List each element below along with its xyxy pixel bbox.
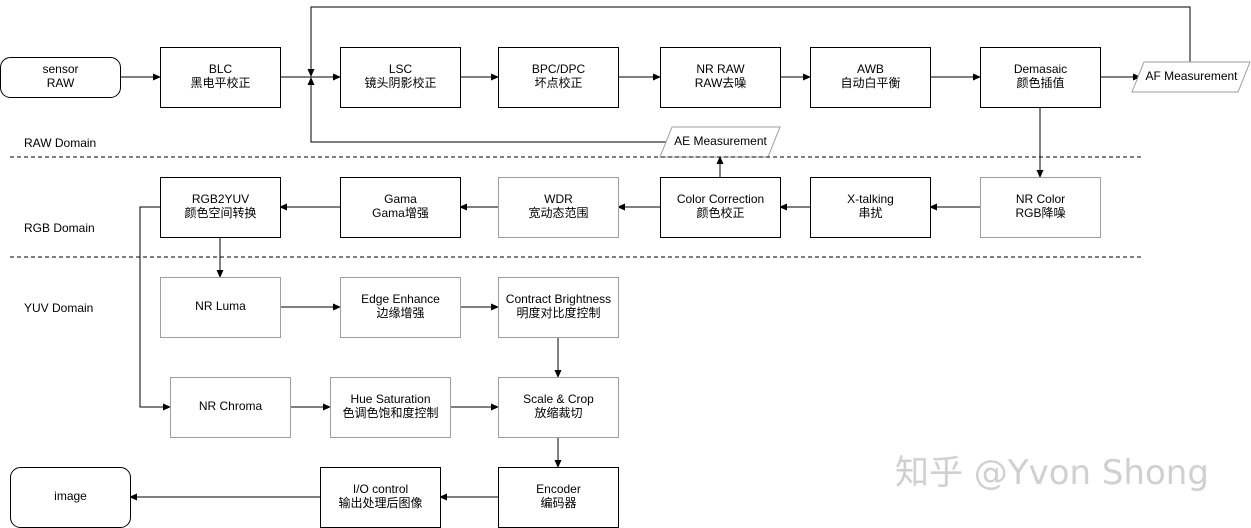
- raw-domain-label: RAW Domain: [24, 136, 96, 150]
- contrast-label-2: 明度对比度控制: [516, 305, 600, 320]
- yuv-domain-label: YUV Domain: [24, 301, 93, 315]
- nr-luma-node: NR Luma: [160, 277, 281, 338]
- ae-label-1: AE Measurement: [674, 134, 767, 148]
- cc-box: [660, 177, 781, 238]
- gama-box: [340, 177, 461, 238]
- xtalk-label-2: 串扰: [858, 206, 882, 220]
- blc-label-1: BLC: [209, 62, 233, 76]
- sensor-label-1: sensor: [42, 62, 78, 76]
- nr-raw-box: [660, 47, 781, 108]
- lsc-label-1: LSC: [389, 62, 413, 76]
- nr-luma-label-1: NR Luma: [195, 299, 246, 313]
- nr-chroma-label-1: NR Chroma: [199, 399, 263, 413]
- hue-label-2: 色调色饱和度控制: [342, 405, 438, 420]
- blc-label-2: 黑电平校正: [190, 75, 250, 90]
- edge-box: [340, 277, 461, 338]
- cc-label-2: 颜色校正: [696, 205, 744, 220]
- image-label-1: image: [54, 489, 87, 503]
- af-label-1: AF Measurement: [1145, 69, 1238, 83]
- rgb2yuv-label-1: RGB2YUV: [192, 192, 249, 206]
- xtalk-box: [810, 177, 931, 238]
- io-label-2: 输出处理后图像: [338, 495, 422, 510]
- io-box: [320, 467, 441, 528]
- image-node: image: [10, 467, 131, 528]
- gama-label-1: Gama: [384, 192, 417, 206]
- lsc-box: [340, 47, 461, 108]
- wdr-label-1: WDR: [544, 192, 573, 206]
- bpc-label-1: BPC/DPC: [532, 62, 586, 76]
- sensor-box: [0, 57, 121, 98]
- scale-label-2: 放缩裁切: [534, 405, 582, 420]
- rgb2yuv-box: [160, 177, 281, 238]
- scale-label-1: Scale & Crop: [523, 392, 594, 406]
- nr-raw-label-1: NR RAW: [696, 62, 745, 76]
- af-box: [1131, 61, 1251, 93]
- awb-box: [810, 47, 931, 108]
- io-label-1: I/O control: [353, 482, 408, 496]
- hue-label-1: Hue Saturation: [350, 392, 430, 406]
- xtalk-label-1: X-talking: [847, 192, 894, 206]
- encoder-label-2: 编码器: [540, 495, 576, 510]
- nr-chroma-node: NR Chroma: [170, 377, 291, 438]
- watermark: 知乎 @Yvon Shong: [895, 453, 1209, 493]
- cc-label-1: Color Correction: [677, 192, 764, 206]
- rgb2yuv-label-2: 颜色空间转换: [184, 205, 256, 220]
- awb-label-2: 自动白平衡: [840, 75, 900, 90]
- edge-label-1: Edge Enhance: [361, 292, 440, 306]
- wdr-label-2: 宽动态范围: [528, 205, 588, 220]
- nr-raw-label-2: RAW去噪: [695, 76, 747, 90]
- ae-node: AE Measurement: [659, 126, 781, 158]
- rgb2yuv-to-nrchroma-arrow: [139, 206, 171, 411]
- nr-color-box: [980, 177, 1101, 238]
- hue-box: [330, 377, 451, 438]
- bpc-box: [498, 47, 619, 108]
- blc-box: [160, 47, 281, 108]
- gama-label-2: Gama增强: [372, 206, 429, 220]
- edge-label-2: 边缘增强: [376, 306, 424, 320]
- demosaic-label-2: 颜色插值: [1016, 75, 1064, 90]
- nr-color-label-1: NR Color: [1016, 192, 1065, 206]
- sensor-label-2: RAW: [47, 76, 75, 90]
- encoder-label-1: Encoder: [536, 482, 581, 496]
- nr-luma-box: [160, 277, 281, 338]
- nr-color-label-2: RGB降噪: [1015, 206, 1065, 220]
- contrast-box: [498, 277, 619, 338]
- nr-chroma-box: [170, 377, 291, 438]
- af-node: AF Measurement: [1131, 61, 1251, 93]
- contrast-label-1: Contract Brightness: [506, 292, 611, 306]
- ae-feedback-arrow: [307, 77, 672, 143]
- rgb-domain-label: RGB Domain: [24, 221, 95, 235]
- af-feedback-arrow: [307, 6, 1191, 77]
- wdr-box: [498, 177, 619, 238]
- demosaic-box: [980, 47, 1101, 108]
- lsc-label-2: 镜头阴影校正: [364, 75, 436, 90]
- awb-label-1: AWB: [857, 62, 884, 76]
- demosaic-label-1: Demasaic: [1014, 62, 1067, 76]
- encoder-box: [498, 467, 619, 528]
- bpc-label-2: 坏点校正: [534, 75, 582, 90]
- scale-box: [498, 377, 619, 438]
